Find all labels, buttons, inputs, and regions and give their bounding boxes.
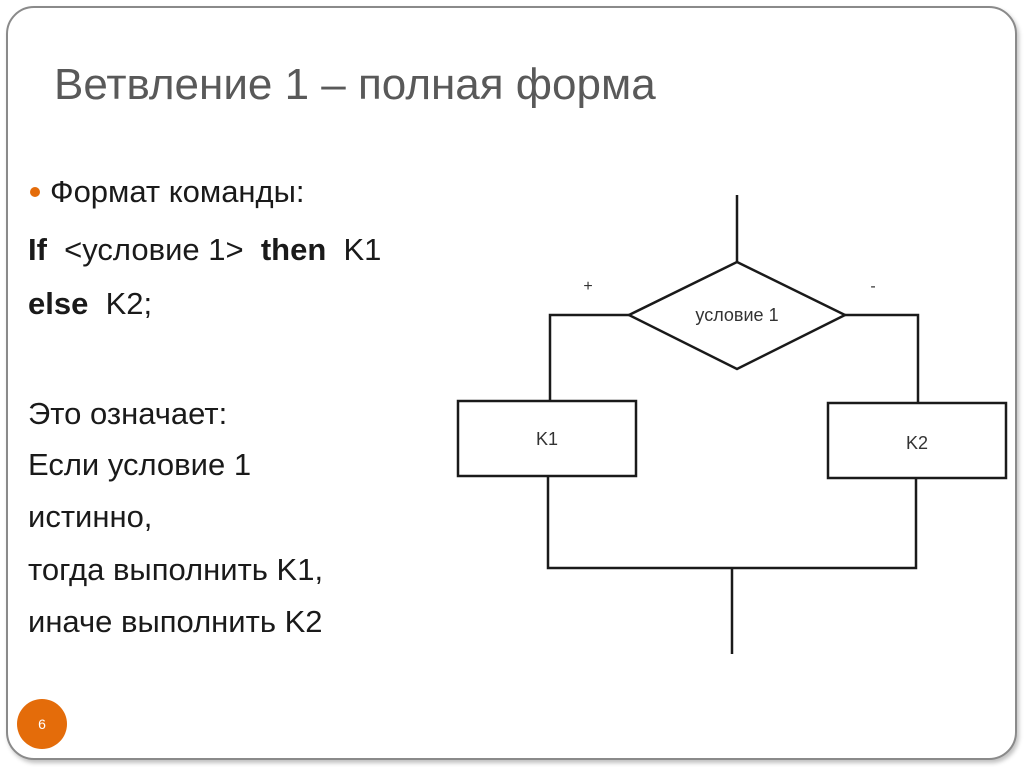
k1-label: K1 (536, 429, 558, 449)
true-branch-line (548, 313, 629, 401)
meaning-line-1: Это означает: (28, 396, 228, 431)
meaning-line-5: иначе выполнить K2 (28, 604, 323, 639)
else-line: else K2; (28, 286, 152, 322)
bullet-line: Формат команды: (28, 174, 305, 210)
bullet-icon (30, 186, 40, 197)
meaning-line-4: тогда выполнить K1, (28, 552, 324, 587)
if-condition: <условие 1> (64, 232, 244, 267)
merge-line (546, 476, 918, 570)
false-label: - (870, 278, 875, 295)
true-label: + (583, 278, 592, 295)
k2-box (826, 401, 1008, 480)
if-keyword: If (28, 232, 47, 267)
else-keyword: else (28, 286, 89, 321)
condition-label: условие 1 (695, 305, 778, 325)
slide: Ветвление 1 – полная форма Формат команд… (6, 6, 1017, 760)
then-action: K1 (343, 232, 382, 267)
then-keyword: then (260, 232, 327, 267)
meaning-line-3: истинно, (28, 499, 153, 534)
meaning-line-2: Если условие 1 (28, 447, 252, 482)
false-branch-line (845, 313, 920, 403)
condition-diamond (626, 260, 848, 371)
page-number-badge: 6 (17, 699, 67, 749)
flowchart: условие 1 + - K1 K2 (456, 195, 1008, 654)
k2-label: K2 (906, 433, 928, 453)
else-action: K2; (105, 286, 153, 321)
slide-title: Ветвление 1 – полная форма (54, 60, 656, 109)
if-line: If <условие 1> then K1 (28, 232, 381, 268)
bullet-text: Формат команды: (50, 174, 305, 209)
